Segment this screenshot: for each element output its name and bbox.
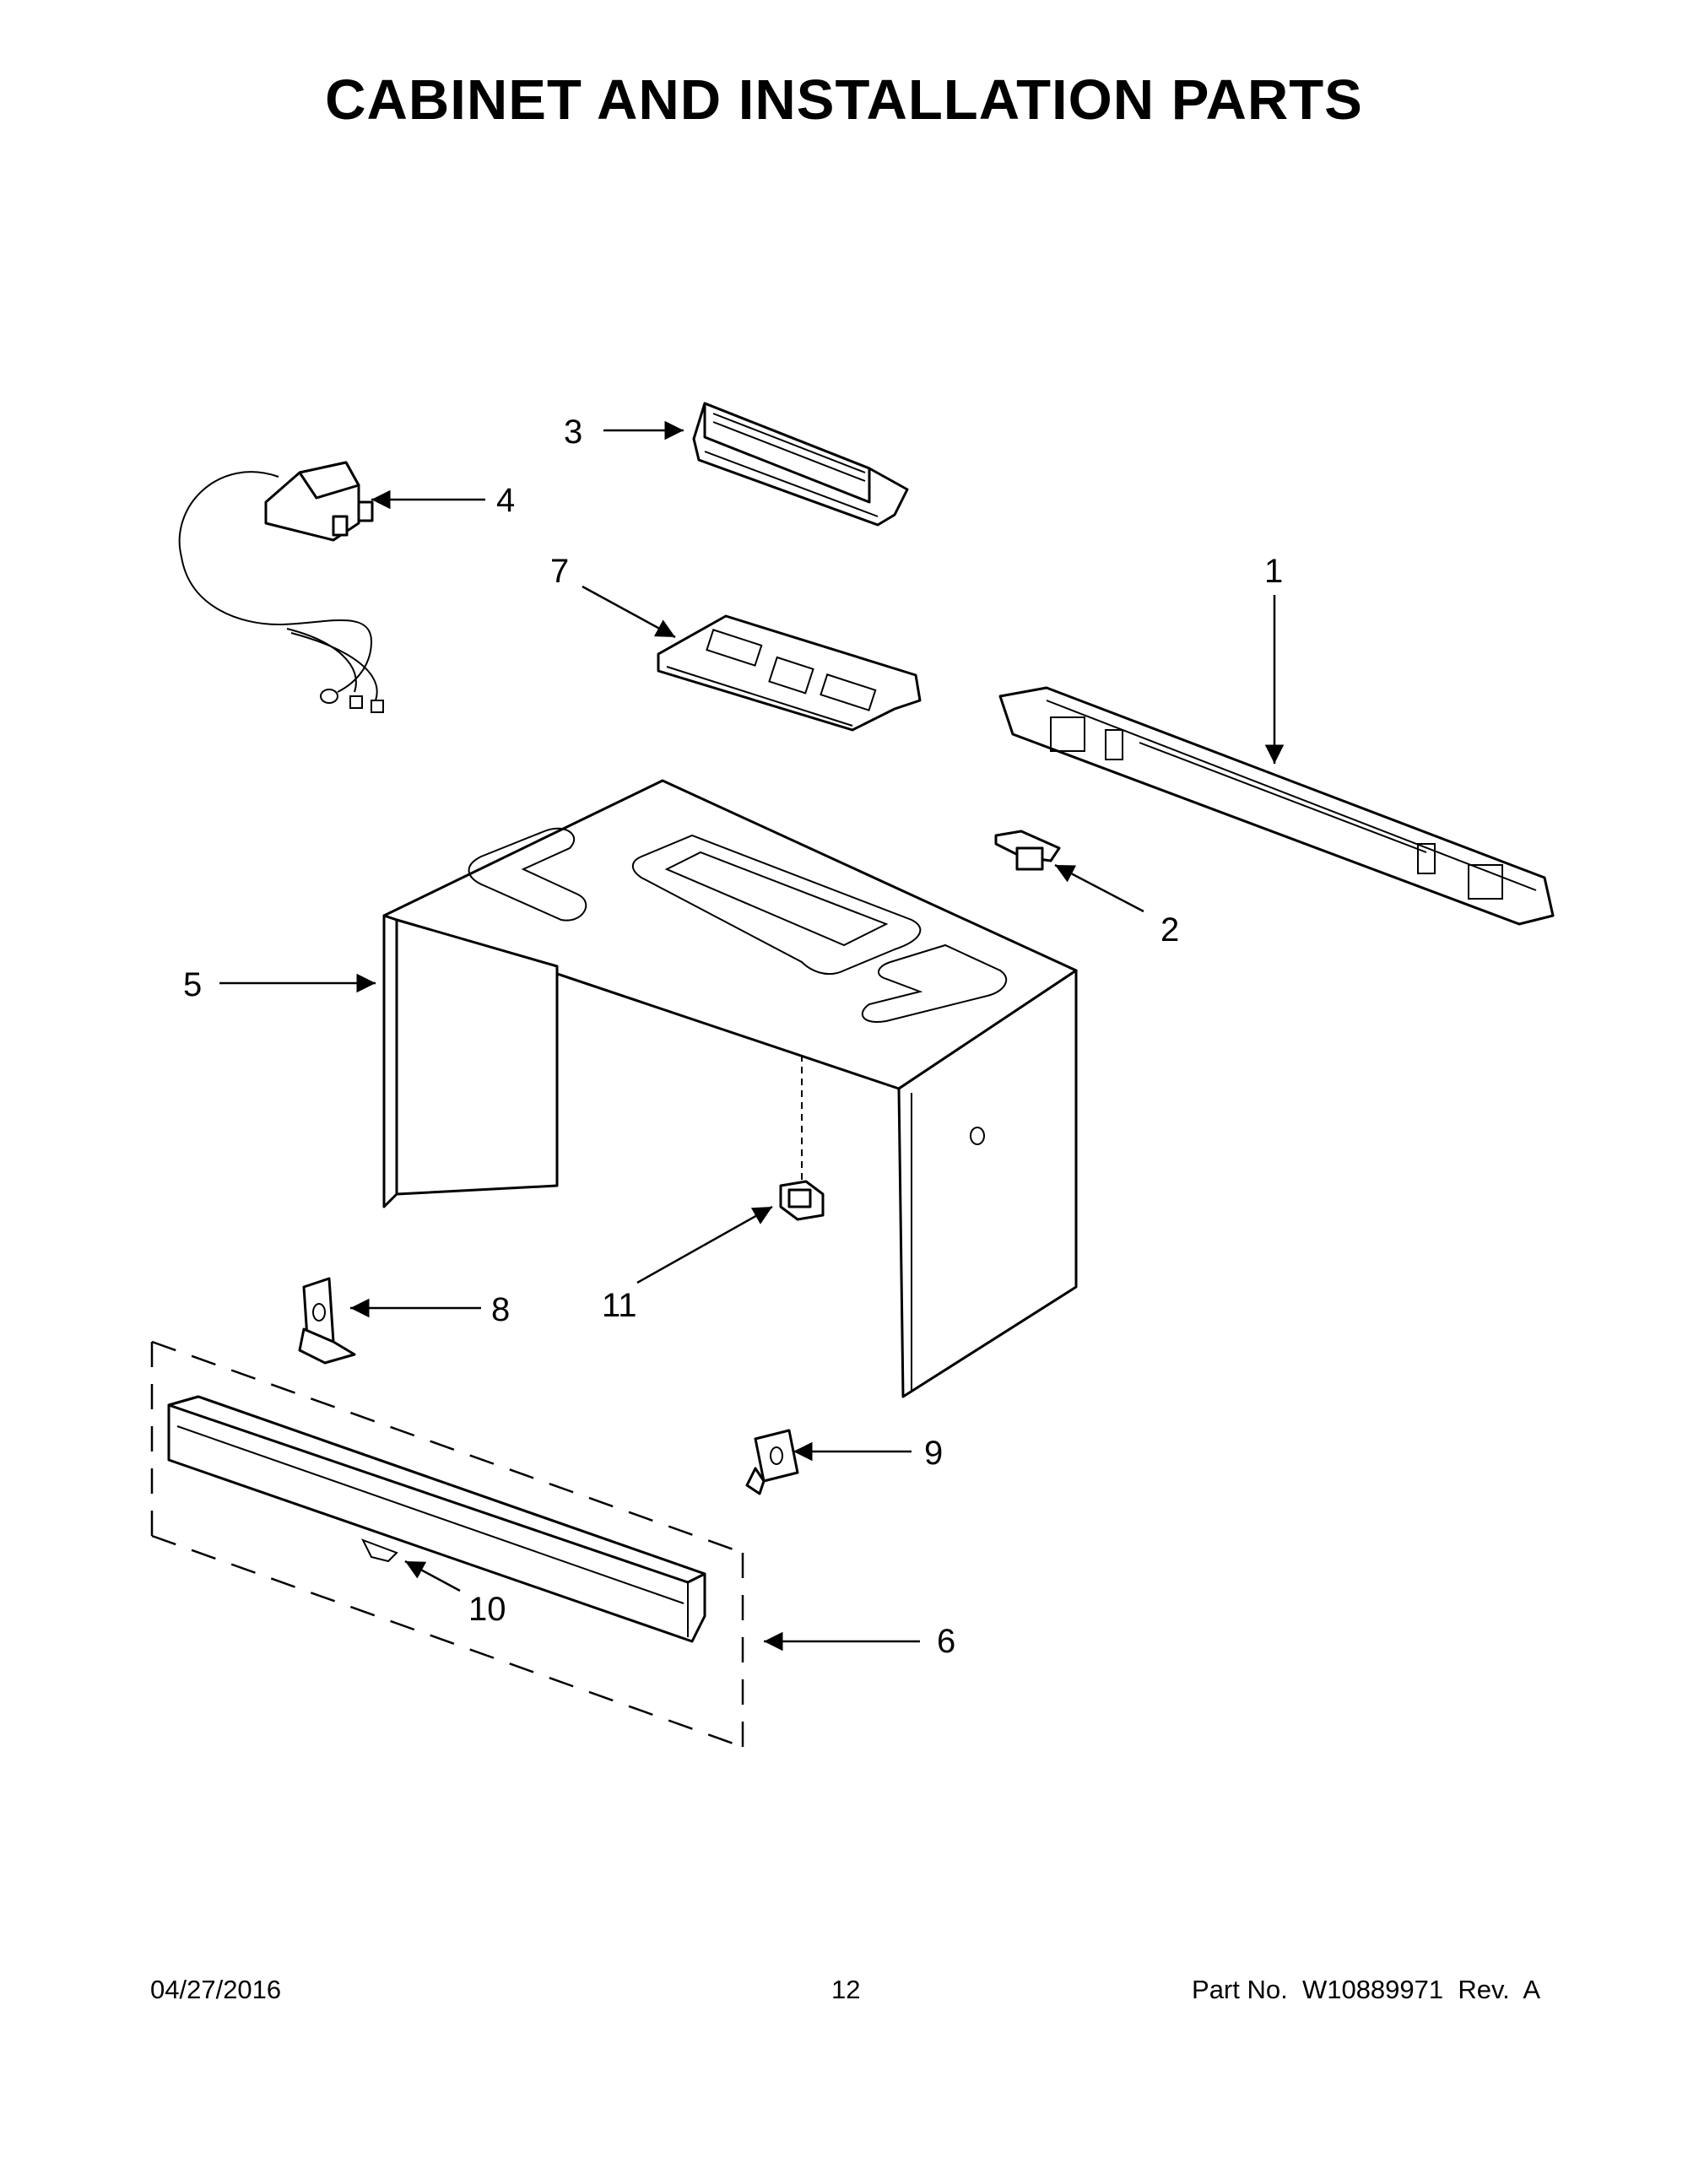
part-2-clip	[994, 830, 1061, 871]
leader-lines	[219, 420, 1285, 1652]
page-title: CABINET AND INSTALLATION PARTS	[325, 68, 1363, 132]
callout-4: 4	[496, 482, 515, 519]
callout-6: 6	[937, 1623, 955, 1660]
callout-11: 11	[602, 1287, 637, 1324]
part-3-damper	[692, 402, 909, 527]
part-7-mounting-plate	[657, 614, 922, 732]
callout-1: 1	[1264, 553, 1283, 590]
footer-page-number: 12	[831, 1975, 861, 2004]
footer-part-number: Part No. W10889971 Rev. A	[1192, 1975, 1540, 2004]
part-1-wall-plate	[998, 686, 1555, 926]
callout-2: 2	[1160, 911, 1179, 949]
part-6-grille-assembly	[150, 1340, 744, 1749]
part-5-cabinet	[382, 779, 1078, 1398]
callout-3: 3	[564, 414, 582, 451]
callout-7: 7	[550, 553, 569, 590]
callout-10: 10	[468, 1591, 506, 1628]
callout-5: 5	[183, 966, 202, 1003]
part-11-connector	[779, 1180, 825, 1221]
part-10-badge	[360, 1538, 398, 1563]
footer-date: 04/27/2016	[150, 1975, 282, 2004]
callout-8: 8	[491, 1291, 510, 1328]
part-4-power-cord	[178, 461, 384, 713]
part-8-bracket	[298, 1277, 356, 1365]
part-9-bracket	[745, 1429, 799, 1495]
callout-9: 9	[924, 1435, 943, 1472]
